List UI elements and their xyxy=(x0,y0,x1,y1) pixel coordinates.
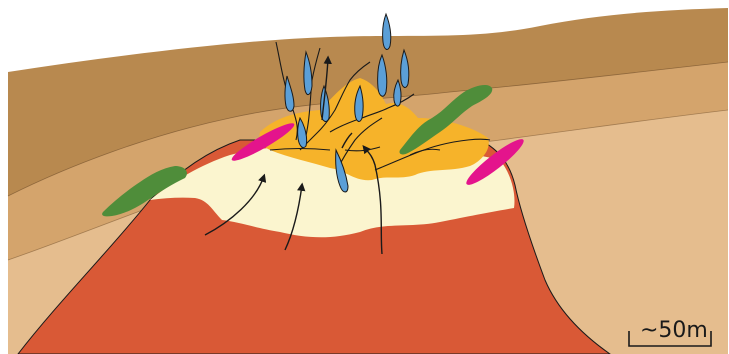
scale-bar-label: ~50m xyxy=(640,318,708,343)
blue-vein-7 xyxy=(383,14,391,49)
